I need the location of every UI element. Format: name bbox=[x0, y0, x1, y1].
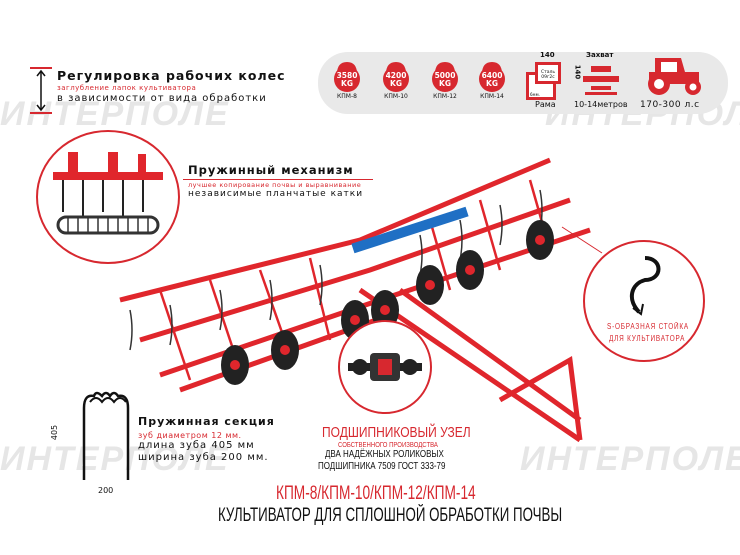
s-stand-line1: S-ОБРАЗНАЯ СТОЙКА bbox=[607, 322, 689, 331]
width-value: 10-14метров bbox=[574, 100, 628, 109]
spring-section-title: Пружинная секция bbox=[138, 415, 275, 428]
callout-line bbox=[561, 226, 603, 254]
kettlebell-icon bbox=[479, 62, 505, 92]
spring-mechanism-subtitle: лучшее копирование почвы и выравнивание bbox=[188, 181, 362, 189]
bearing-title: ПОДШИПНИКОВЫЙ УЗЕЛ bbox=[322, 424, 471, 441]
kettlebell-icon bbox=[432, 62, 458, 92]
working-width-icon bbox=[583, 66, 619, 95]
width-title: Захват bbox=[586, 51, 614, 59]
watermark: ИНТЕРПОЛЕ bbox=[0, 440, 230, 478]
s-stand-line2: ДЛЯ КУЛЬТИВАТОРА bbox=[609, 334, 686, 343]
spring-section-line2: ширина зуба 200 мм. bbox=[138, 452, 269, 463]
spring-mechanism-detail bbox=[36, 130, 180, 264]
bearing-unit-icon bbox=[348, 353, 422, 381]
bearing-line1: ДВА НАДЁЖНЫХ РОЛИКОВЫХ bbox=[325, 449, 444, 460]
divider bbox=[183, 179, 373, 180]
tractor-icon bbox=[648, 58, 701, 95]
wheels-adjust-title: Регулировка рабочих колес bbox=[57, 68, 286, 83]
tooth-height-dim: 405 bbox=[50, 424, 60, 441]
frame-label: Рама bbox=[535, 100, 556, 109]
cultivator-image bbox=[119, 157, 591, 443]
frame-dim-side: 140 bbox=[573, 64, 582, 80]
frame-dim-top: 140 bbox=[540, 51, 555, 59]
spring-mechanism-title: Пружинный механизм bbox=[188, 163, 354, 177]
tractor-power: 170-300 л.с bbox=[640, 100, 700, 110]
bearing-detail bbox=[338, 320, 432, 414]
bearing-subtitle: СОБСТВЕННОГО ПРОИЗВОДСТВА bbox=[338, 440, 438, 449]
kettlebell-icon bbox=[383, 62, 409, 92]
spring-mechanism-image bbox=[53, 152, 163, 235]
wheels-adjust-subtitle: заглубление лапок культиватора bbox=[57, 84, 197, 92]
spring-tooth-drawing bbox=[82, 391, 130, 480]
spring-mechanism-text: независимые планчатые катки bbox=[188, 189, 364, 199]
footer-models: КПМ-8/КПМ-10/КПМ-12/КПМ-14 bbox=[276, 483, 476, 504]
footer-product: КУЛЬТИВАТОР ДЛЯ СПЛОШНОЙ ОБРАБОТКИ ПОЧВЫ bbox=[218, 505, 563, 526]
s-stand-icon bbox=[629, 256, 661, 316]
bearing-line2: ПОДШИПНИКА 7509 ГОСТ 333-79 bbox=[318, 461, 446, 472]
height-adjust-arrow-icon bbox=[30, 67, 52, 114]
watermark: ИНТЕРПОЛЕ bbox=[520, 440, 740, 478]
wheels-adjust-text: в зависимости от вида обработки bbox=[57, 93, 267, 104]
tooth-width-dim: 200 bbox=[98, 486, 114, 495]
spring-section-subtitle: зуб диаметром 12 мм. bbox=[138, 431, 242, 440]
spring-section-line1: длина зуба 405 мм bbox=[138, 440, 255, 451]
kettlebell-icon bbox=[334, 62, 360, 92]
frame-material: Сталь 09г2с bbox=[535, 62, 561, 84]
s-stand-detail: S-ОБРАЗНАЯ СТОЙКА ДЛЯ КУЛЬТИВАТОРА bbox=[583, 240, 705, 362]
